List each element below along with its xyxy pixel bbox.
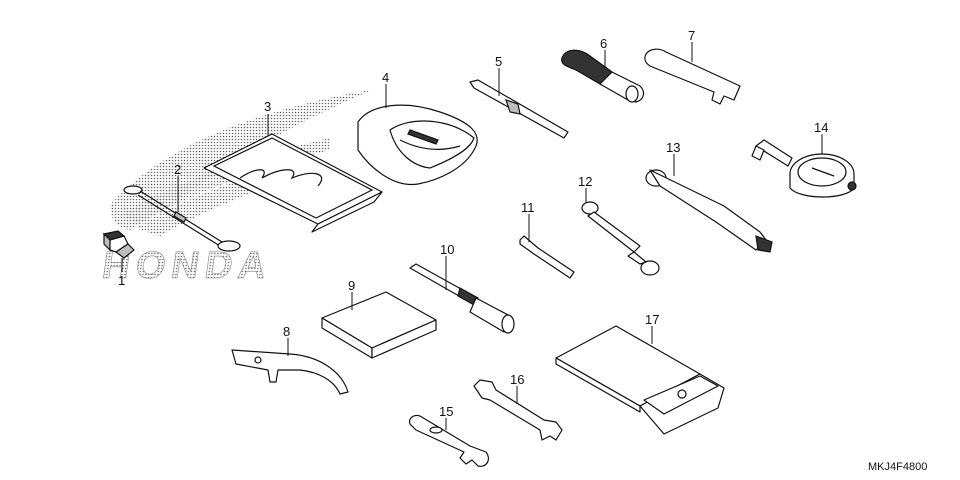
callout-4: 4: [382, 70, 389, 85]
part-3-manual-bag[interactable]: [203, 133, 383, 233]
part-13-extension-bar[interactable]: [645, 169, 773, 253]
callout-2: 2: [174, 162, 181, 177]
callout-17: 17: [645, 312, 659, 327]
callout-15: 15: [439, 404, 453, 419]
callout-7: 7: [688, 28, 695, 43]
callout-6: 6: [600, 36, 607, 51]
part-1-cap[interactable]: [102, 230, 135, 259]
part-15-small-wrench[interactable]: [409, 414, 490, 467]
callout-12: 12: [578, 174, 592, 189]
part-9-pad[interactable]: [321, 291, 437, 359]
part-8-hook-wrench[interactable]: [231, 349, 349, 395]
part-5-screwdriver[interactable]: [469, 79, 569, 139]
drawing-code: MKJ4F4800: [868, 461, 927, 473]
part-17-tool-bag[interactable]: [555, 325, 725, 435]
callout-14: 14: [814, 120, 828, 135]
part-7-flat-wrench[interactable]: [644, 48, 741, 105]
part-11-hex-key[interactable]: [519, 235, 575, 279]
part-2-strap[interactable]: [123, 185, 241, 252]
part-4-tool-pouch[interactable]: [357, 104, 478, 186]
callout-3: 3: [264, 99, 271, 114]
callout-10: 10: [440, 242, 454, 257]
callout-16: 16: [510, 372, 524, 387]
callout-8: 8: [283, 324, 290, 339]
callout-9: 9: [348, 278, 355, 293]
part-12-ring-wrench[interactable]: [581, 201, 660, 276]
part-14-pressure-gauge[interactable]: [751, 139, 857, 198]
callout-5: 5: [495, 54, 502, 69]
part-16-open-wrench[interactable]: [473, 379, 563, 441]
callout-11: 11: [521, 200, 535, 215]
part-10-box-wrench[interactable]: [409, 263, 515, 334]
callout-1: 1: [118, 273, 125, 288]
part-6-screwdriver-handle[interactable]: [561, 49, 645, 103]
callout-13: 13: [666, 140, 680, 155]
